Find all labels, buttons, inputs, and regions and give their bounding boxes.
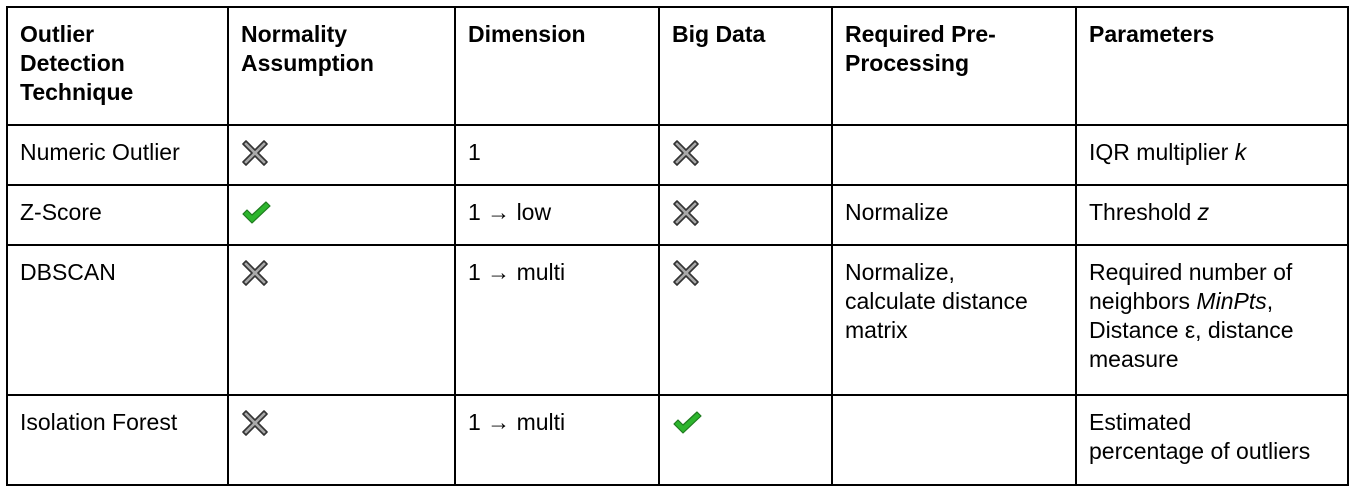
header-dimension: Dimension [454, 6, 660, 126]
cell-preprocessing: Normalize [831, 184, 1077, 246]
cell-parameters: Threshold z [1075, 184, 1349, 246]
cross-icon [241, 258, 271, 287]
cell-parameters: Required number of neighbors MinPts, Dis… [1075, 244, 1349, 396]
header-big-data: Big Data [658, 6, 833, 126]
cell-normality [227, 124, 456, 186]
cell-normality [227, 394, 456, 486]
cell-technique: DBSCAN [6, 244, 229, 396]
table-row: Numeric Outlier 1 IQR multiplier k [6, 124, 1349, 186]
cell-normality [227, 244, 456, 396]
cell-preprocessing [831, 124, 1077, 186]
cell-dimension: 1 → multi [454, 244, 660, 396]
cross-icon [672, 198, 702, 227]
header-preprocessing: Required Pre- Processing [831, 6, 1077, 126]
cross-icon [241, 408, 271, 437]
cell-normality [227, 184, 456, 246]
table-row: DBSCAN 1 → multi Normalize, calculate di… [6, 244, 1349, 396]
check-icon [672, 408, 702, 437]
cross-icon [241, 138, 271, 167]
comparison-table: Outlier Detection Technique Normality As… [6, 6, 1349, 486]
cross-icon [672, 258, 702, 287]
cell-big-data [658, 394, 833, 486]
header-parameters: Parameters [1075, 6, 1349, 126]
header-normality: Normality Assumption [227, 6, 456, 126]
cross-icon [672, 138, 702, 167]
cell-parameters: Estimated percentage of outliers [1075, 394, 1349, 486]
cell-dimension: 1 → multi [454, 394, 660, 486]
cell-preprocessing: Normalize, calculate distance matrix [831, 244, 1077, 396]
cell-technique: Numeric Outlier [6, 124, 229, 186]
cell-dimension: 1 [454, 124, 660, 186]
header-row: Outlier Detection Technique Normality As… [6, 6, 1349, 126]
table-row: Z-Score 1 → low Normalize Threshold z [6, 184, 1349, 246]
cell-technique: Z-Score [6, 184, 229, 246]
table-row: Isolation Forest 1 → multi Estimated per… [6, 394, 1349, 486]
cell-big-data [658, 124, 833, 186]
cell-technique: Isolation Forest [6, 394, 229, 486]
cell-big-data [658, 244, 833, 396]
cell-preprocessing [831, 394, 1077, 486]
cell-parameters: IQR multiplier k [1075, 124, 1349, 186]
header-technique: Outlier Detection Technique [6, 6, 229, 126]
cell-dimension: 1 → low [454, 184, 660, 246]
check-icon [241, 198, 271, 227]
cell-big-data [658, 184, 833, 246]
